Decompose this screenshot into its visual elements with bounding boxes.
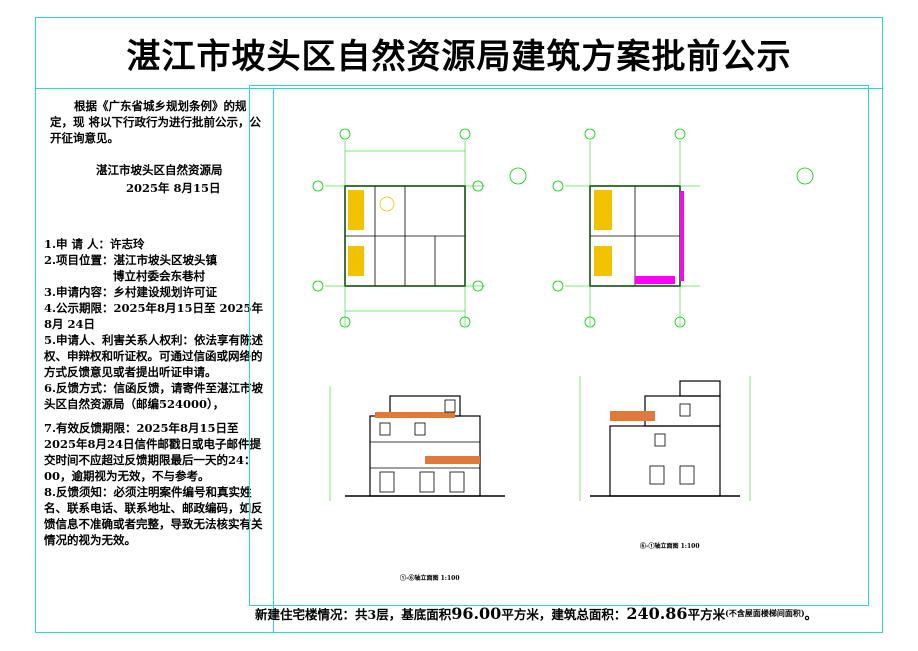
notice-text-column: 根据《广东省城乡规划条例》的规定，现 将以下行政行为进行批前公示，公开征询意见。…: [36, 88, 274, 632]
item-applicant: 1.申 请 人：许志玲: [44, 237, 145, 251]
item-feedback-method: 6.反馈方式：信函反馈，请寄件至湛江市坡头区自然资源局（邮编524000），: [44, 381, 264, 411]
item-location-cont: 博立村委会东巷村: [44, 269, 205, 283]
page-title: 湛江市坡头区自然资源局建筑方案批前公示: [126, 36, 792, 77]
item-period: 4.公示期限：2025年8月15日至 2025年8月 24日: [44, 301, 264, 331]
floor-plan-left: [312, 128, 485, 328]
total-area: 240.86: [626, 603, 688, 623]
item-content: 3.申请内容：乡村建设规划许可证: [44, 285, 218, 299]
item-feedback-deadline: 7.有效反馈期限：2025年8月15日至2025年8月24日信件邮戳日或电子邮件…: [44, 421, 262, 483]
floor-plan-right: [509, 128, 814, 328]
footer-end: 。: [804, 606, 818, 622]
notice-frame: 湛江市坡头区自然资源局建筑方案批前公示 根据《广东省城乡规划条例》的规定，现 将…: [35, 17, 883, 633]
elevation-left: [329, 386, 505, 501]
footer-mid: 平方米，建筑总面积：: [501, 606, 627, 622]
intro-paragraph: 根据《广东省城乡规划条例》的规定，现 将以下行政行为进行批前公示，公开征询意见。: [50, 99, 262, 145]
drawing-svg: [312, 128, 814, 501]
summary-footer: 新建住宅楼情况：共3层，基底面积 96.00 平方米，建筑总面积： 240.86…: [249, 598, 869, 628]
title-bar: 湛江市坡头区自然资源局建筑方案批前公示: [36, 18, 882, 89]
item-rights: 5.申请人、利害关系人权利：依法享有陈述权、申辩权和听证权。可通过信函或网络的方…: [44, 333, 264, 379]
footer-unit: 平方米: [687, 606, 726, 622]
issuer: 湛江市坡头区自然资源局: [96, 163, 223, 177]
base-area: 96.00: [451, 603, 502, 623]
elevation-right-caption: ⑥-①轴立面图 1:100: [640, 543, 700, 550]
elevation-right: [579, 376, 751, 501]
architectural-drawing: ①-⑥轴立面图 1:100 ⑥-①轴立面图 1:100: [249, 85, 869, 606]
item-location: 2.项目位置：湛江市坡头区坡头镇: [44, 253, 218, 267]
elevation-left-caption: ①-⑥轴立面图 1:100: [400, 575, 460, 582]
notice-items: 1.申 请 人：许志玲 2.项目位置：湛江市坡头区坡头镇 博立村委会东巷村 3.…: [44, 236, 270, 548]
footer-prefix: 新建住宅楼情况：共3层，基底面积: [255, 606, 452, 622]
footer-note: (不含屋面楼梯间面积): [725, 607, 805, 618]
issue-date: 2025年 8月15日: [126, 181, 221, 195]
item-feedback-notes: 8.反馈须知：必须注明案件编号和真实姓名、联系电话、联系地址、邮政编码，如反馈信…: [44, 485, 263, 547]
